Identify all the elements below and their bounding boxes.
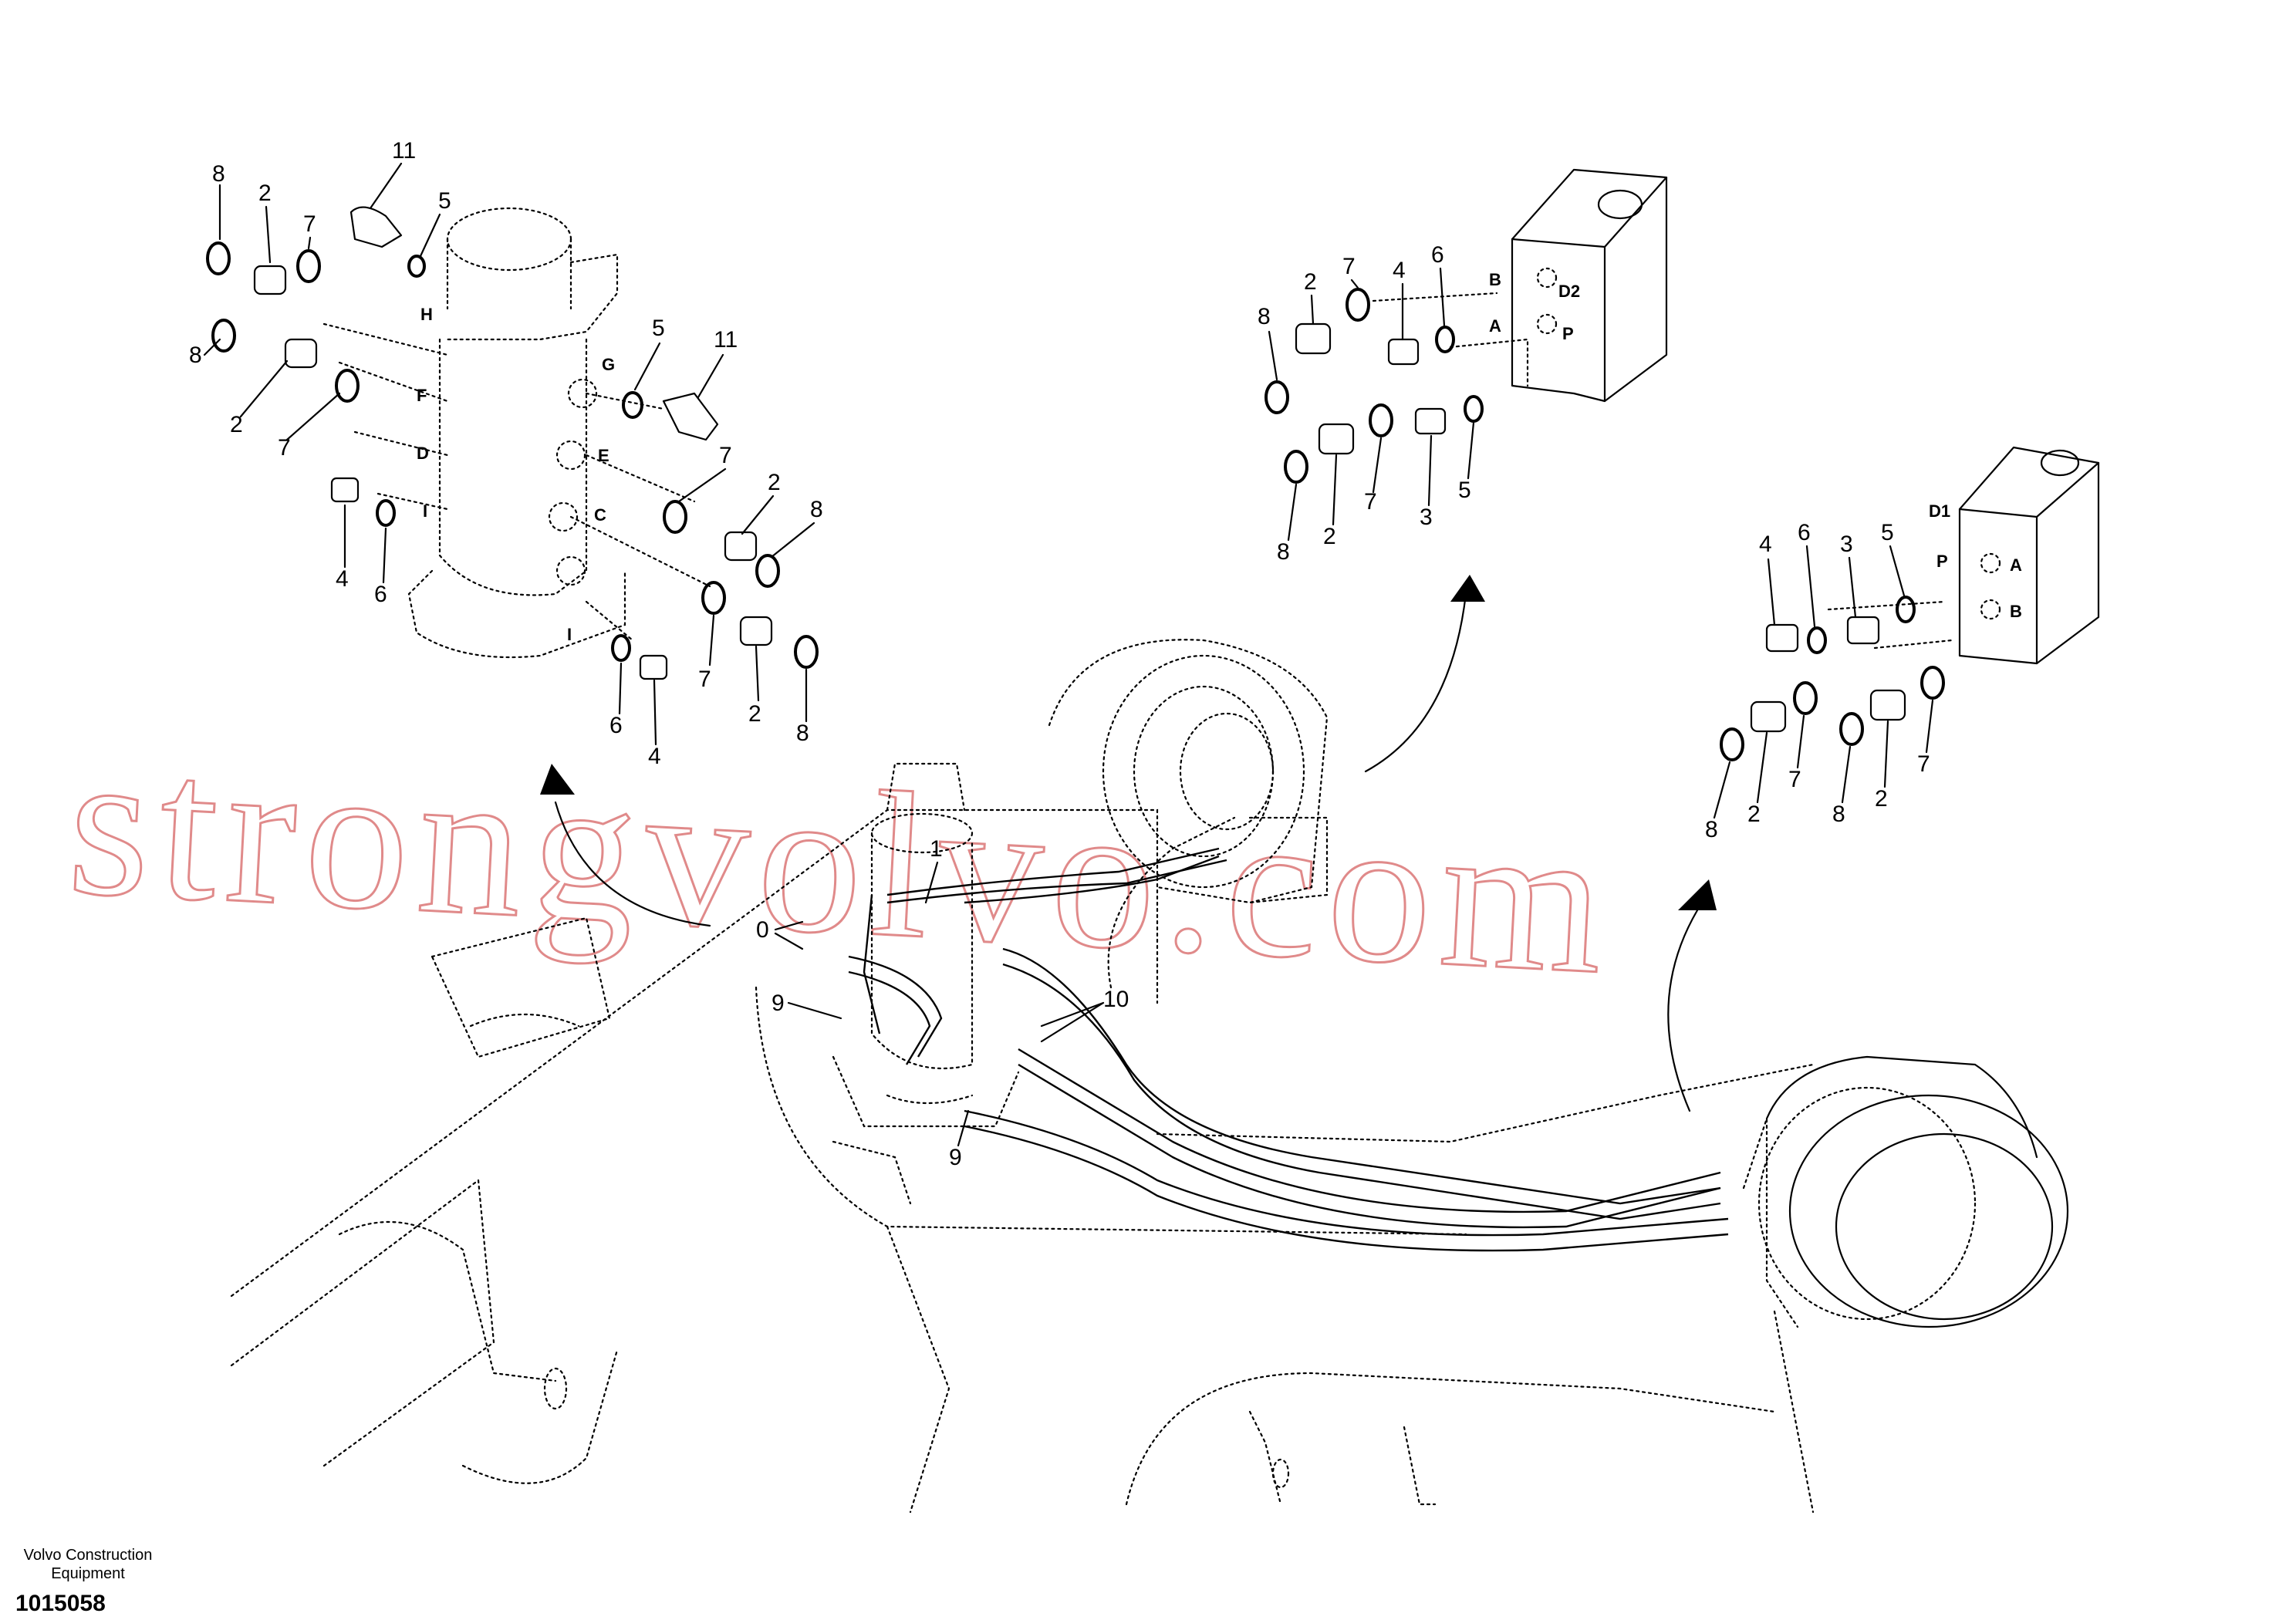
callout-6: 6 xyxy=(609,713,623,738)
callout-5: 5 xyxy=(438,188,451,214)
callout-4: 4 xyxy=(1393,258,1406,283)
callout-8: 8 xyxy=(1705,817,1718,842)
callout-2: 2 xyxy=(230,412,243,437)
callout-1: 1 xyxy=(930,836,943,862)
callout-2: 2 xyxy=(1875,786,1888,812)
callout-6: 6 xyxy=(374,582,387,607)
callout-7: 7 xyxy=(303,211,316,237)
travel-motor-lower xyxy=(1742,1055,2069,1328)
callout-9: 9 xyxy=(949,1145,962,1170)
callout-10: 10 xyxy=(1103,987,1129,1012)
port-c: C xyxy=(594,505,606,525)
callout-8: 8 xyxy=(1277,539,1290,565)
callout-6: 6 xyxy=(1431,242,1444,268)
port-d: D xyxy=(417,444,429,463)
swivel-part-fittings xyxy=(206,206,819,680)
port-i-2: I xyxy=(567,625,572,644)
callout-7: 7 xyxy=(698,667,711,692)
travel-motor-valve-block-lower xyxy=(1720,446,2100,761)
callout-4: 4 xyxy=(336,566,349,592)
callout-2: 2 xyxy=(1747,802,1761,827)
callout-11: 11 xyxy=(714,327,738,353)
callout-8: 8 xyxy=(810,497,823,522)
callout-6: 6 xyxy=(1798,520,1811,545)
callout-2: 2 xyxy=(258,181,272,206)
travel-motor-upper xyxy=(1048,639,1329,904)
port-d1: D1 xyxy=(1929,501,1950,521)
callout-8: 8 xyxy=(796,721,809,746)
callout-labels: 8 2 7 11 5 8 2 7 4 6 5 11 7 2 8 7 2 8 xyxy=(189,138,1934,1170)
port-labels: H F D I G E C I B A D2 P D1 P A B xyxy=(417,270,2022,644)
port-d2: D2 xyxy=(1558,282,1580,301)
callout-2: 2 xyxy=(768,470,781,495)
callout-7: 7 xyxy=(1342,254,1356,279)
callout-2: 2 xyxy=(1323,524,1336,549)
port-i: I xyxy=(423,501,427,521)
port-p-upper: P xyxy=(1562,324,1574,343)
port-g: G xyxy=(602,355,615,374)
travel-motor-valve-block-upper xyxy=(1264,168,1668,484)
footer-company-name: Volvo Construction Equipment xyxy=(23,1547,153,1582)
callout-8: 8 xyxy=(1258,304,1271,329)
callout-7: 7 xyxy=(1788,767,1801,792)
callout-7: 7 xyxy=(1917,751,1930,777)
callout-3: 3 xyxy=(1840,532,1853,557)
callout-10-left: 0 xyxy=(756,917,769,943)
callout-2: 2 xyxy=(748,701,761,727)
port-f: F xyxy=(417,386,427,405)
callout-7: 7 xyxy=(1364,489,1377,515)
callout-11: 11 xyxy=(392,138,416,164)
callout-7: 7 xyxy=(719,443,732,468)
port-b-upper: B xyxy=(1489,270,1501,289)
exploded-swivel-joint xyxy=(322,207,711,659)
hydraulic-hoses xyxy=(848,847,1729,1252)
callout-8: 8 xyxy=(212,161,225,187)
callout-9: 9 xyxy=(772,991,785,1016)
footer-document-number: 1015058 xyxy=(15,1591,106,1616)
callout-2: 2 xyxy=(1304,269,1317,295)
callout-7: 7 xyxy=(278,435,291,461)
view-arrows xyxy=(540,575,1717,1112)
port-a-lower: A xyxy=(2010,555,2022,575)
port-a-upper: A xyxy=(1489,316,1501,336)
callout-5: 5 xyxy=(1881,520,1894,545)
port-p-lower: P xyxy=(1936,552,1948,571)
callout-8: 8 xyxy=(1832,802,1845,827)
callout-4: 4 xyxy=(1759,532,1772,557)
callout-8: 8 xyxy=(189,343,202,368)
center-swivel-joint xyxy=(832,812,1020,1128)
callout-4: 4 xyxy=(648,744,661,769)
callout-5: 5 xyxy=(652,316,665,341)
callout-3: 3 xyxy=(1420,505,1433,530)
watermark-text: strongvolvo.com xyxy=(64,707,1619,1018)
undercarriage-frame xyxy=(230,762,1815,1514)
port-b-lower: B xyxy=(2010,602,2022,621)
port-h: H xyxy=(420,305,433,324)
callout-5: 5 xyxy=(1458,478,1471,503)
port-e: E xyxy=(598,446,609,465)
